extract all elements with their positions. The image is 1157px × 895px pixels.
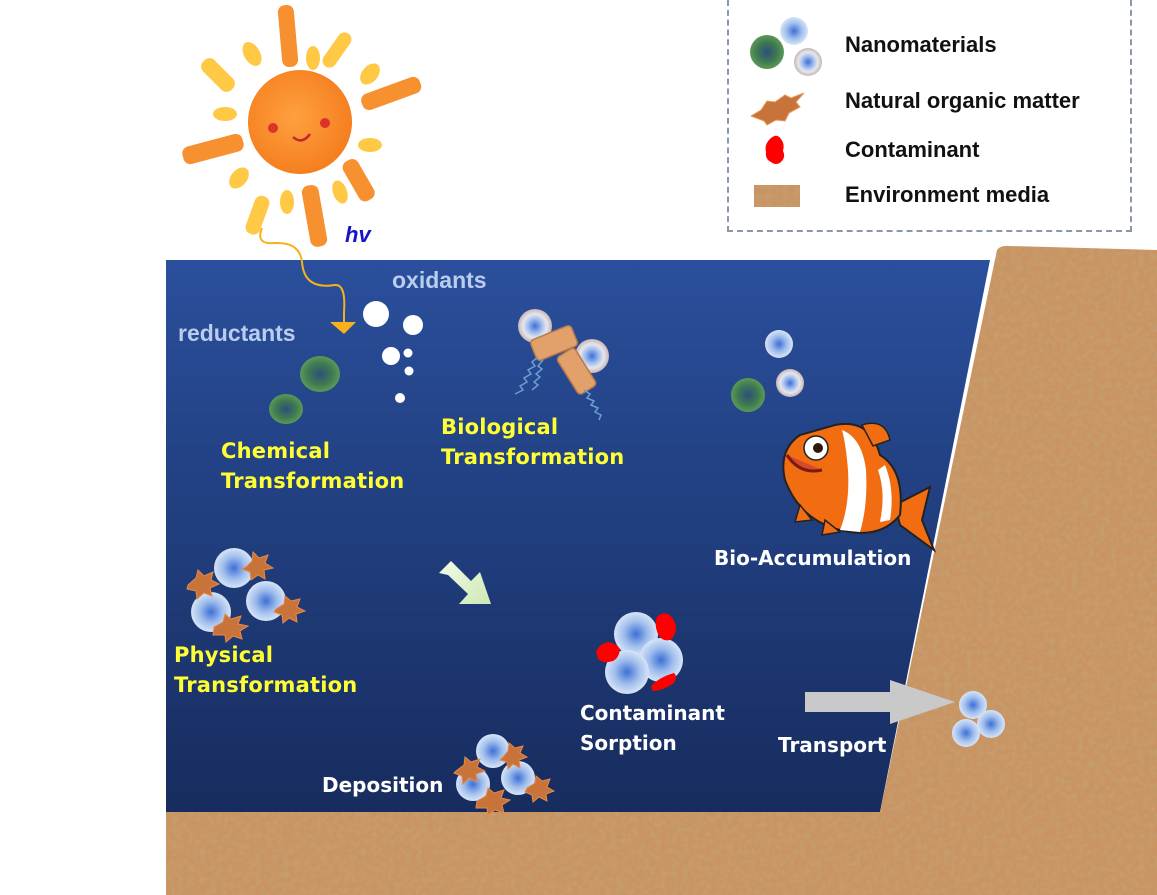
chemical-label-line1: Chemical [221, 439, 331, 463]
biological-transformation-label: Biological Transformation [441, 412, 624, 472]
legend-label-nom: Natural organic matter [845, 88, 1080, 113]
deposition-aggregate [453, 734, 556, 816]
biological-label-line1: Biological [441, 415, 559, 439]
sorption-label-line1: Contaminant [580, 701, 725, 725]
biological-label-line2: Transformation [441, 445, 625, 469]
legend-contaminant-icon [765, 135, 785, 164]
chemical-label-line2: Transformation [221, 469, 405, 493]
contaminant-sorption-label: Contaminant Sorption [580, 698, 725, 758]
legend-nanomaterials-icon [750, 17, 822, 76]
sediment-bank [868, 245, 1157, 895]
transported-aggregate [952, 691, 1005, 747]
deposition-label: Deposition [322, 773, 444, 797]
chemical-nanoparticles [269, 356, 340, 424]
water-body [166, 260, 990, 812]
transport-arrow [805, 680, 955, 724]
legend-label-nanomaterials: Nanomaterials [845, 32, 997, 57]
oxidants-label: oxidants [392, 267, 487, 293]
physical-transformation-label: Physical Transformation [174, 640, 357, 700]
sun-icon [182, 5, 422, 247]
legend-media-icon [754, 185, 800, 207]
physical-label-line1: Physical [174, 643, 274, 667]
light-arrow [259, 227, 346, 322]
legend-label-contaminant: Contaminant [845, 137, 980, 162]
physical-label-line2: Transformation [174, 673, 358, 697]
sorption-label-line2: Sorption [580, 731, 677, 755]
process-arrow [439, 561, 491, 604]
light-arrow-head [330, 322, 356, 334]
legend-label-environment-media: Environment media [845, 182, 1050, 207]
bioaccumulation-nanoparticles [731, 330, 804, 412]
fish-icon [782, 422, 937, 553]
transport-label: Transport [778, 733, 887, 757]
legend [727, 0, 1132, 232]
legend-nom-icon [749, 92, 805, 126]
bacteria-icon [514, 309, 609, 421]
sorption-aggregate [596, 612, 683, 694]
hv-label: hv [345, 222, 371, 247]
chemical-transformation-label: Chemical Transformation [221, 436, 404, 496]
physical-aggregate [186, 548, 307, 643]
reductants-label: reductants [178, 320, 296, 346]
oxidant-bubbles [363, 301, 423, 403]
bio-accumulation-label: Bio-Accumulation [714, 546, 912, 570]
